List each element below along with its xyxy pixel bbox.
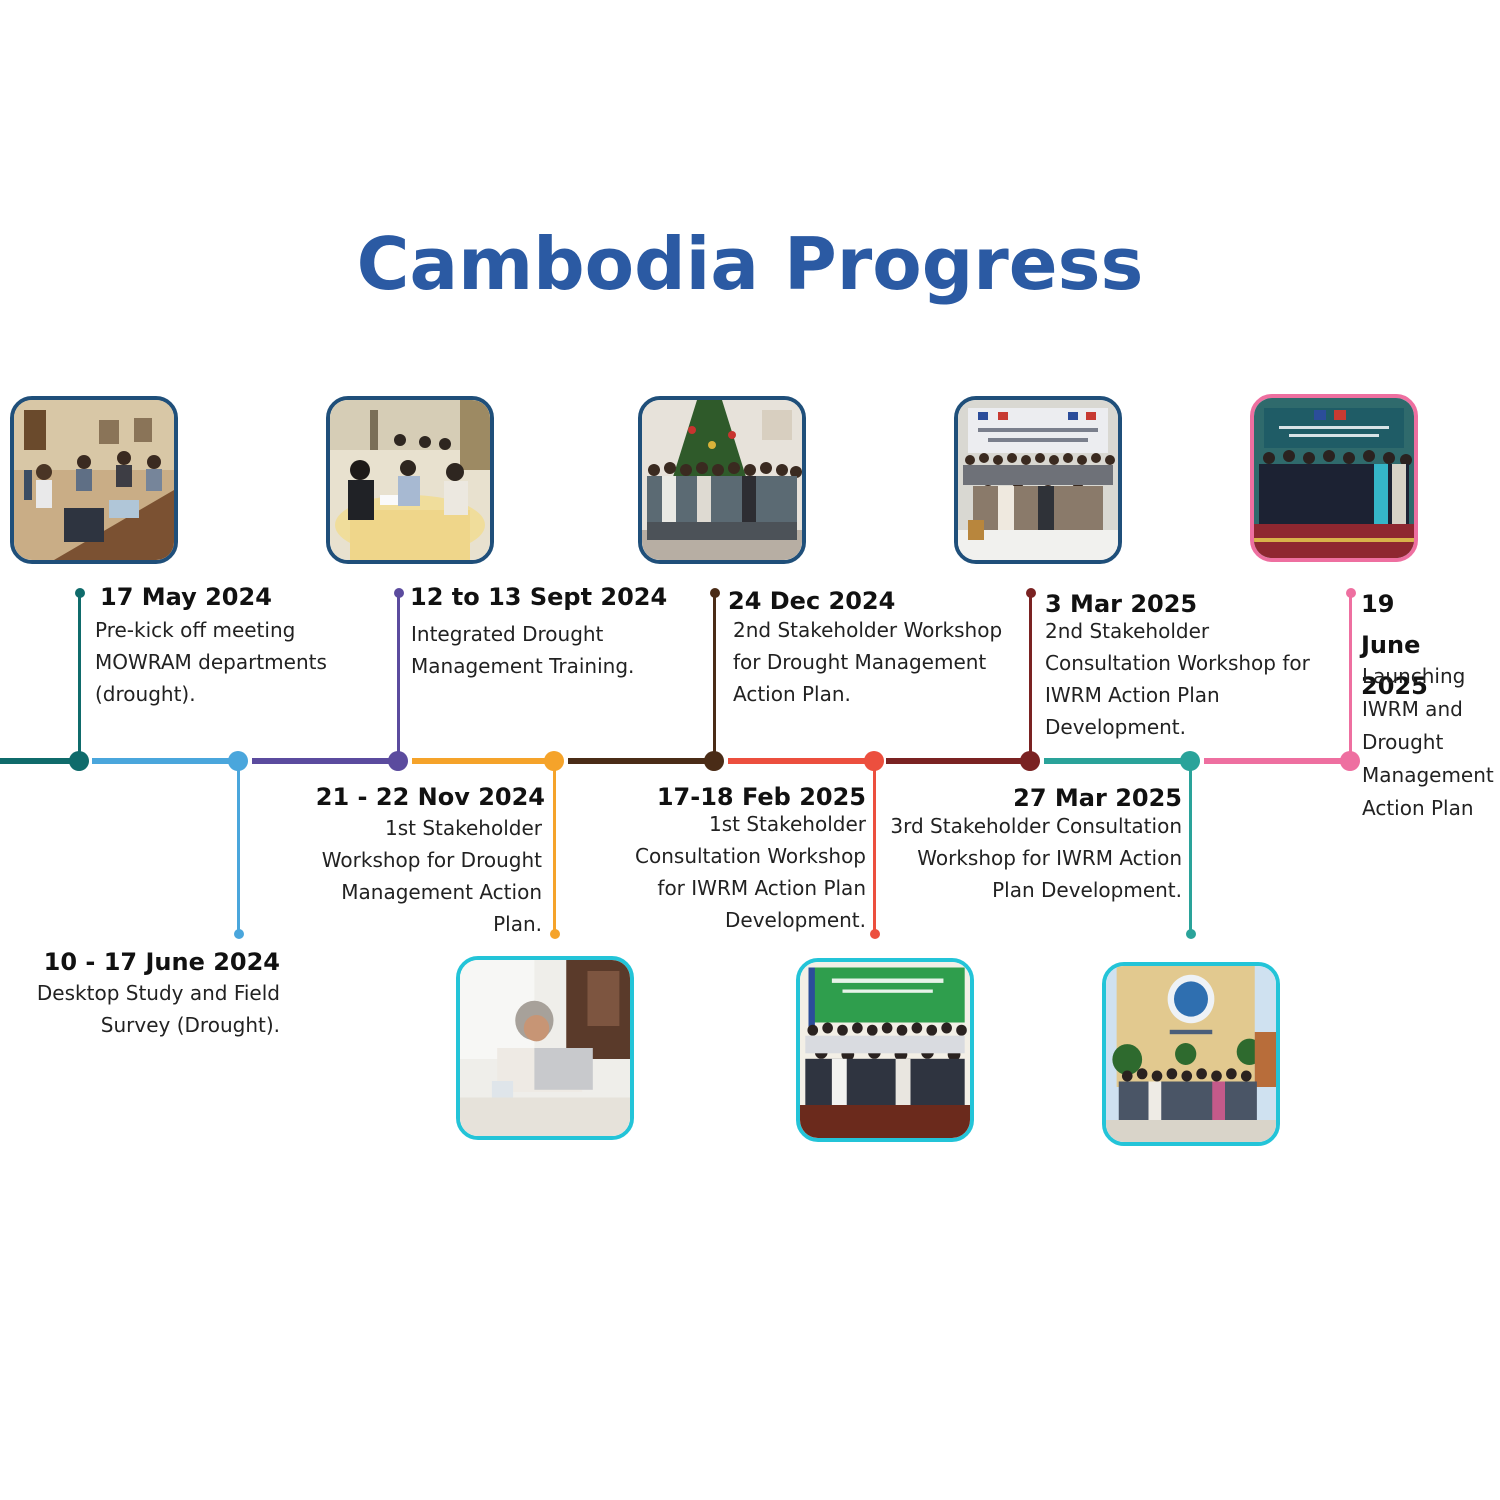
event-description: Launching IWRM and Drought Management Ac… <box>1362 664 1494 820</box>
event-date: 12 to 13 Sept 2024 <box>410 583 668 611</box>
timeline-stem <box>397 594 400 754</box>
event-description: Pre-kick off meeting MOWRAM departments … <box>95 618 327 706</box>
timeline-stem-end <box>1346 588 1356 598</box>
timeline-node <box>388 751 408 771</box>
timeline-stem <box>1029 594 1032 754</box>
timeline-segment <box>412 758 548 764</box>
page-title: Cambodia Progress <box>356 222 1144 306</box>
timeline-stem-end <box>870 929 880 939</box>
event-photo-training-room <box>326 396 494 564</box>
event-date: 24 Dec 2024 <box>728 587 896 615</box>
event-description: Desktop Study and Field Survey (Drought)… <box>36 981 280 1037</box>
timeline-node <box>544 751 564 771</box>
event-date: 27 Mar 2025 <box>1013 784 1182 812</box>
timeline-stem <box>873 768 876 934</box>
event-photo-presenter <box>456 956 634 1140</box>
event-date: 3 Mar 2025 <box>1045 590 1198 618</box>
timeline-segment <box>0 758 72 764</box>
event-description: 2nd Stakeholder Consultation Workshop fo… <box>1045 619 1310 739</box>
timeline-node <box>69 751 89 771</box>
event-photo-group-green-banner <box>796 958 974 1142</box>
event-description: 1st Stakeholder Consultation Workshop fo… <box>635 812 866 932</box>
timeline-stem <box>1349 594 1352 754</box>
timeline-stem-end <box>394 588 404 598</box>
timeline-node <box>1340 751 1360 771</box>
timeline-stem <box>78 594 81 754</box>
timeline-stem-end <box>1026 588 1036 598</box>
timeline-stem-end <box>550 929 560 939</box>
event-photo-group-building <box>1102 962 1280 1146</box>
timeline-stem-end <box>234 929 244 939</box>
event-photo-meeting-room <box>10 396 178 564</box>
timeline-node <box>1180 751 1200 771</box>
timeline-stem <box>1189 768 1192 934</box>
timeline-segment <box>728 758 868 764</box>
timeline-stem-end <box>75 588 85 598</box>
event-description: Integrated Drought Management Training. <box>411 622 635 678</box>
event-description: 2nd Stakeholder Workshop for Drought Man… <box>733 618 1003 706</box>
event-photo-group-banner <box>954 396 1122 564</box>
timeline-segment <box>92 758 232 764</box>
timeline-segment <box>1044 758 1184 764</box>
event-date: 10 - 17 June 2024 <box>43 948 280 976</box>
timeline-segment <box>252 758 392 764</box>
timeline-segment <box>886 758 1024 764</box>
event-description: 1st Stakeholder Workshop for Drought Man… <box>321 816 542 936</box>
event-photo-launch-stage <box>1250 394 1418 562</box>
timeline-stem <box>553 768 556 934</box>
event-description: 3rd Stakeholder Consultation Workshop fo… <box>890 814 1182 902</box>
timeline-node <box>864 751 884 771</box>
event-date: 19 June 2025 <box>1361 590 1428 700</box>
timeline-stem <box>237 768 240 934</box>
timeline-segment <box>1204 758 1344 764</box>
timeline-stem <box>713 594 716 754</box>
event-date: 17 May 2024 <box>100 583 272 611</box>
timeline-node <box>704 751 724 771</box>
event-date: 17-18 Feb 2025 <box>656 783 866 811</box>
timeline-stem-end <box>1186 929 1196 939</box>
timeline-stem-end <box>710 588 720 598</box>
timeline-segment <box>568 758 708 764</box>
event-photo-group-christmas-tree <box>638 396 806 564</box>
timeline-node <box>228 751 248 771</box>
event-date: 21 - 22 Nov 2024 <box>315 783 545 811</box>
timeline-node <box>1020 751 1040 771</box>
